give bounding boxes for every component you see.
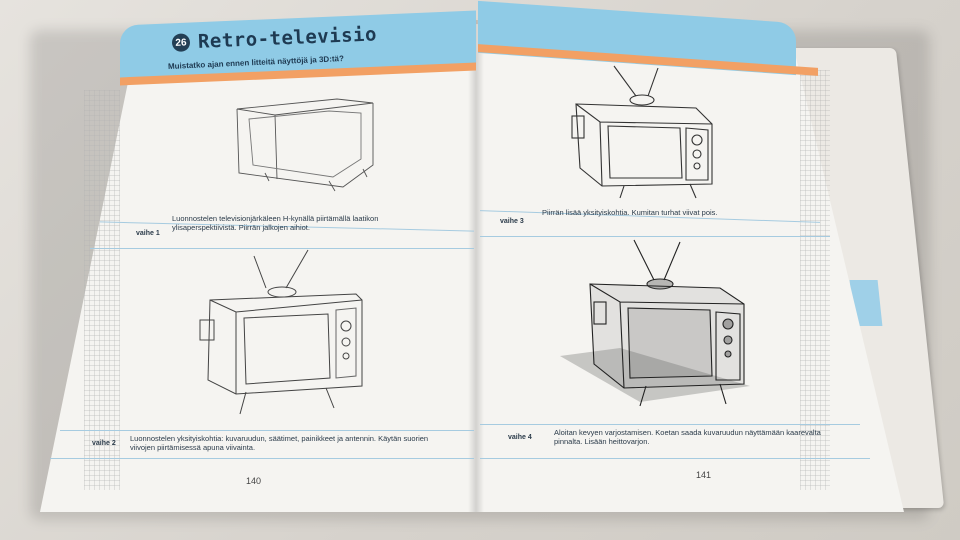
tv-sketch-step-3 [566,64,726,205]
step-4-label: vaihe 4 [508,434,532,441]
right-page-number: 141 [696,470,712,480]
step-3-label: vaihe 3 [500,218,524,225]
step-3-bottom-divider [480,236,830,237]
step-4-text: Aloitan kevyen varjostamisen. Koetan saa… [554,428,821,447]
book-gutter [468,20,484,512]
step-4-divider [480,424,860,425]
right-grid-margin [800,70,830,490]
chapter-number-badge: 26 [171,33,191,52]
tv-sketch-step-2 [196,248,376,423]
step-2-divider [60,430,474,431]
step-2-bottom-divider [50,458,474,459]
step-3-text: Piirrän lisää yksityiskohtia. Kumitan tu… [542,208,718,217]
left-grid-margin [84,90,120,490]
step-1-bottom-divider [90,248,474,249]
left-page-number: 140 [246,476,262,486]
step-4-bottom-divider [480,458,870,459]
step-2-text: Luonnostelen yksityiskohtia: kuvaruudun,… [130,434,429,453]
step-1-text: Luonnostelen televisionjärkäleen H-kynäl… [172,214,379,233]
tv-sketch-step-4 [560,236,760,417]
step-1-label: vaihe 1 [136,230,160,237]
tv-sketch-step-1 [225,95,385,200]
step-2-label: vaihe 2 [92,440,116,447]
